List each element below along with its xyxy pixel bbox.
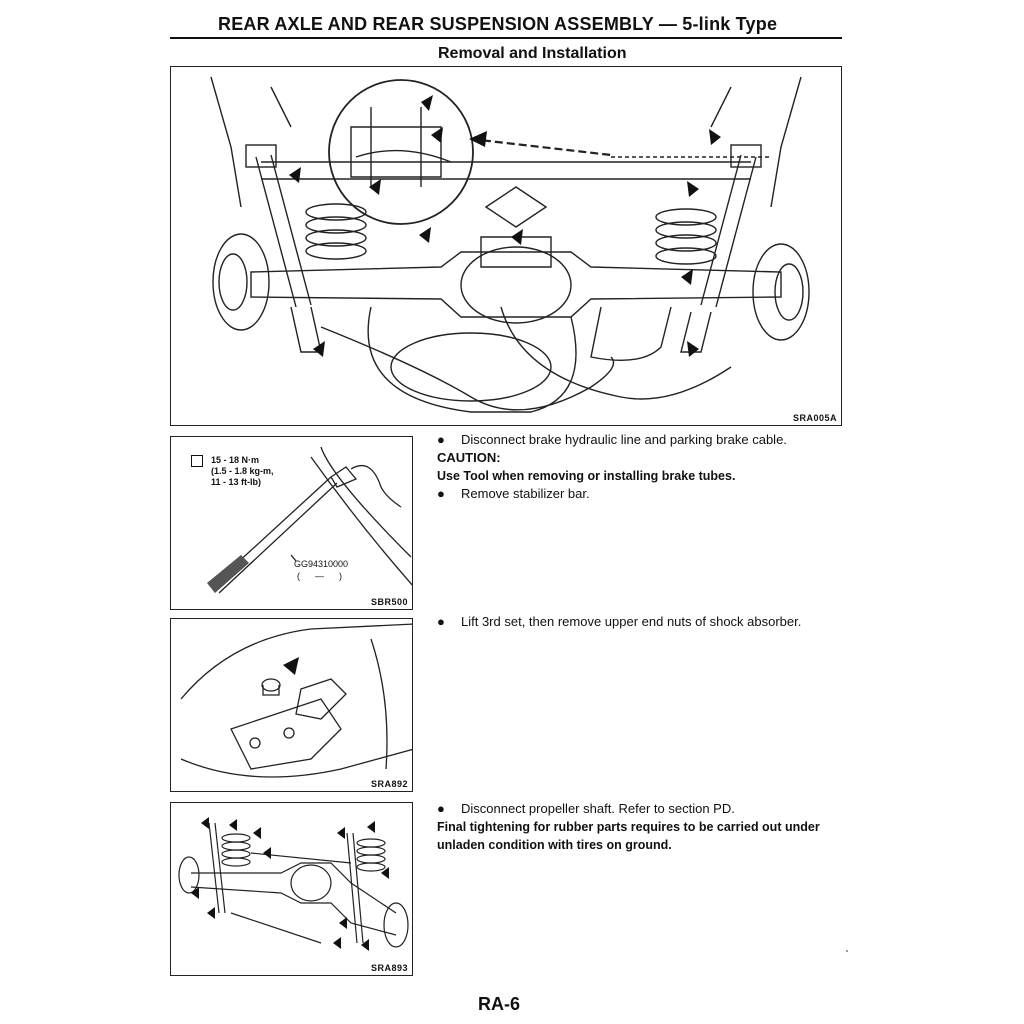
shock-nut-figure: SRA892	[170, 618, 413, 792]
caution-label: CAUTION:	[437, 450, 501, 465]
shock-upper-nut-illustration	[180, 623, 412, 778]
note-line-2: unladen condition with tires on ground.	[437, 838, 672, 852]
torque-figure: 15 - 18 N·m (1.5 - 1.8 kg-m, 11 - 13 ft-…	[170, 436, 413, 610]
assembly-figure: SRA893	[170, 802, 413, 976]
brake-tube-tool-illustration	[207, 446, 412, 594]
figure-code: SBR500	[370, 597, 408, 607]
instruction-step-1: ●Disconnect brake hydraulic line and par…	[437, 432, 787, 447]
torque-wrench-icon	[191, 455, 203, 467]
bullet: ●	[437, 486, 445, 501]
speck	[846, 950, 848, 952]
instruction-step-3: ●Lift 3rd set, then remove upper end nut…	[437, 614, 802, 629]
page-title: REAR AXLE AND REAR SUSPENSION ASSEMBLY —…	[218, 14, 778, 34]
tool-alt-number: ( — )	[297, 571, 342, 581]
instruction-step-4: ●Disconnect propeller shaft. Refer to se…	[437, 801, 735, 816]
section-subtitle: Removal and Installation	[438, 45, 627, 62]
rear-axle-illustration	[210, 76, 810, 413]
torque-spec: 15 - 18 N·m (1.5 - 1.8 kg-m, 11 - 13 ft-…	[211, 455, 274, 487]
tool-number: GG94310000	[294, 559, 349, 569]
bullet: ●	[437, 801, 445, 816]
axle-assembly-illustration	[178, 817, 409, 951]
main-figure: SRA005A	[170, 66, 842, 426]
page-number: RA-6	[478, 994, 521, 1014]
instruction-step-2: ●Remove stabilizer bar.	[437, 486, 590, 501]
note-line-1: Final tightening for rubber parts requir…	[437, 820, 820, 834]
bullet: ●	[437, 614, 445, 629]
caution-text: Use Tool when removing or installing bra…	[437, 469, 736, 483]
figure-code: SRA005A	[792, 413, 837, 423]
figure-code: SRA892	[370, 779, 408, 789]
figure-code: SRA893	[370, 963, 408, 973]
bullet: ●	[437, 432, 445, 447]
title-rule	[170, 37, 842, 39]
